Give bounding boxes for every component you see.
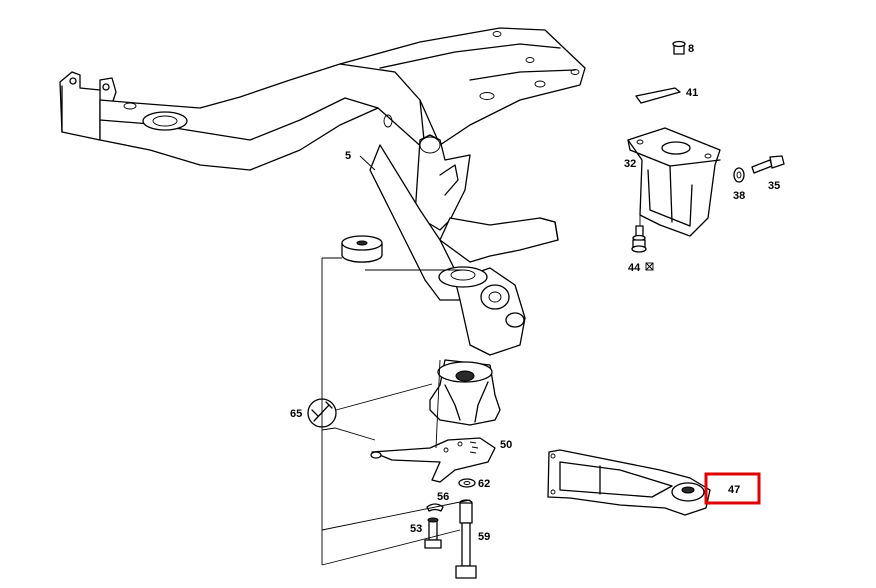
- mounting-bracket[interactable]: [627, 127, 721, 237]
- callout-5: 5: [345, 150, 351, 162]
- washer-38[interactable]: [733, 167, 745, 183]
- callout-50: 50: [500, 439, 512, 451]
- callout-59: 59: [478, 531, 490, 543]
- bolt-53[interactable]: [424, 517, 442, 549]
- nut-washer-44[interactable]: [631, 225, 647, 253]
- plug-8[interactable]: [672, 40, 686, 55]
- callout-8: 8: [688, 43, 694, 55]
- support-arm-bracket[interactable]: [547, 449, 711, 516]
- callout-labels: 5 8 41 32 38 35 44 65 50 62 56 53 59 47: [290, 43, 780, 543]
- callout-56: 56: [437, 491, 449, 503]
- rubber-mount-upper[interactable]: [341, 235, 383, 263]
- rubber-bushing[interactable]: [429, 359, 501, 426]
- symbol-mark-icon: [645, 262, 654, 271]
- callout-44: 44: [628, 262, 641, 274]
- callout-62: 62: [478, 478, 490, 490]
- rubber-pad-41[interactable]: [635, 87, 681, 104]
- retaining-plate[interactable]: [370, 437, 496, 483]
- callout-35: 35: [768, 180, 780, 192]
- callout-32: 32: [624, 158, 636, 170]
- callout-38: 38: [733, 190, 745, 202]
- leader-lines: [321, 155, 641, 566]
- subframe-part[interactable]: [59, 27, 586, 356]
- callout-47: 47: [728, 484, 740, 496]
- washer-62[interactable]: [458, 478, 476, 488]
- callout-53: 53: [410, 523, 422, 535]
- highlight-box: [704, 472, 761, 505]
- callout-65: 65: [290, 408, 302, 420]
- callout-41: 41: [686, 87, 698, 99]
- bolt-35[interactable]: [751, 155, 785, 174]
- bolt-59[interactable]: [455, 499, 477, 579]
